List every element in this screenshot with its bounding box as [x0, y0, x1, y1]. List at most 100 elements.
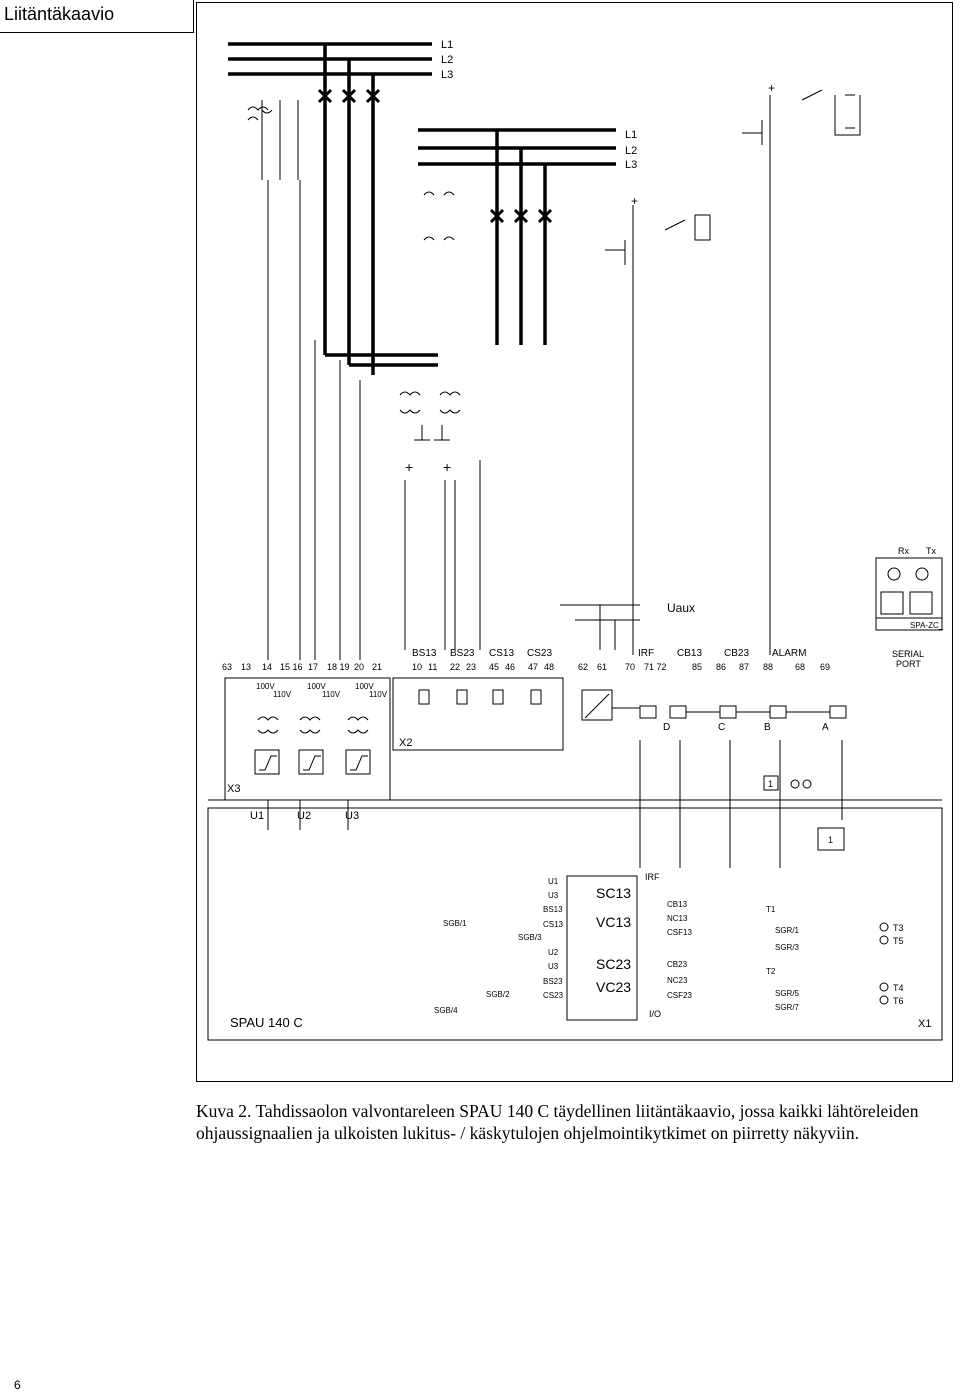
x2-terminal-14: 87: [739, 662, 749, 672]
x2-terminal-6: 47: [528, 662, 538, 672]
signal-left-6: BS23: [543, 977, 563, 986]
page-number: 6: [14, 1378, 21, 1392]
x2-terminal-2: 22: [450, 662, 460, 672]
signal-mid-5: CSF23: [667, 991, 692, 1000]
spau-one-label: 1: [828, 835, 833, 845]
u-input-1: U2: [297, 810, 311, 822]
bus1-label-2: L3: [441, 69, 453, 81]
group-label-0: BS13: [412, 648, 437, 659]
x2-label: X2: [399, 737, 412, 749]
x2-terminal-16: 68: [795, 662, 805, 672]
x2-terminal-3: 23: [466, 662, 476, 672]
figure-caption: Kuva 2. Tahdissaolon valvontareleen SPAU…: [196, 1101, 919, 1143]
x2-terminal-13: 86: [716, 662, 726, 672]
bus2-label-2: L3: [625, 159, 637, 171]
signal-left-5: U3: [548, 962, 559, 971]
spa-zc-module: [875, 557, 943, 631]
x3-terminal-5: 18 19: [327, 662, 350, 672]
plus-signs: + + + +: [405, 81, 775, 475]
x3-terminal-6: 20: [354, 662, 364, 672]
group-label-3: CS23: [527, 648, 552, 659]
sgr-2: SGR/5: [775, 989, 800, 998]
bus1-label-0: L1: [441, 39, 453, 51]
signal-left-3: CS13: [543, 920, 564, 929]
signal-left-4: U2: [548, 948, 559, 957]
signal-mid-4: NC23: [667, 976, 688, 985]
signal-left-1: U3: [548, 891, 559, 900]
x2-terminal-17: 69: [820, 662, 830, 672]
x3-leds: [790, 779, 812, 789]
group-label-2: CS13: [489, 648, 514, 659]
svg-text:+: +: [768, 81, 775, 95]
group-label-7: ALARM: [772, 648, 806, 659]
x3-terminal-2: 14: [262, 662, 272, 672]
t-out-2: T4: [893, 983, 904, 993]
vt-100-0: 100V: [256, 682, 275, 691]
block-sc13: SC13: [596, 885, 631, 901]
device-name: SPAU 140 C: [230, 1015, 303, 1030]
sgr-1: SGR/3: [775, 943, 800, 952]
bus1-label-1: L2: [441, 54, 453, 66]
x2-terminal-7: 48: [544, 662, 554, 672]
x2-terminal-11: 71 72: [644, 662, 667, 672]
serial-port-2: PORT: [896, 659, 921, 669]
block-vc13: VC13: [596, 914, 631, 930]
spau-block: [207, 740, 943, 1041]
io-label: I/O: [649, 1009, 661, 1019]
t-label-0: T1: [766, 905, 776, 914]
serial-port-1: SERIAL: [892, 649, 924, 659]
signal-left-7: CS23: [543, 991, 564, 1000]
irf-label: IRF: [645, 872, 660, 882]
contact-3: A: [822, 722, 829, 733]
page-header: Liitäntäkaavio: [0, 0, 194, 33]
x2-terminal-15: 88: [763, 662, 773, 672]
sgr-0: SGR/1: [775, 926, 800, 935]
group-label-4: IRF: [638, 648, 654, 659]
bus2-label-1: L2: [625, 145, 637, 157]
breakers-2: [489, 208, 553, 224]
vt-110-2: 110V: [369, 690, 388, 699]
t-out-3: T6: [893, 996, 904, 1006]
signal-mid-0: CB13: [667, 900, 688, 909]
sgb-2: SGB/2: [486, 990, 510, 999]
block-sc23: SC23: [596, 956, 631, 972]
svg-text:+: +: [631, 194, 638, 208]
x1-label: X1: [918, 1018, 931, 1030]
rx-label: Rx: [898, 546, 909, 556]
x3-box-1-label: 1: [768, 779, 773, 789]
x2-terminal-10: 70: [625, 662, 635, 672]
x3-terminal-1: 13: [241, 662, 251, 672]
svg-text:+: +: [443, 459, 451, 475]
x2-terminal-5: 46: [505, 662, 515, 672]
signal-mid-3: CB23: [667, 960, 688, 969]
signal-left-2: BS13: [543, 905, 563, 914]
output-relays: [612, 705, 847, 719]
signal-mid-2: CSF13: [667, 928, 692, 937]
page-title: Liitäntäkaavio: [4, 4, 115, 24]
x2-terminal-8: 62: [578, 662, 588, 672]
x3-terminal-7: 21: [372, 662, 382, 672]
x3-terminal-4: 17: [308, 662, 318, 672]
vt-110-1: 110V: [322, 690, 341, 699]
x2-terminal-9: 61: [597, 662, 607, 672]
x2-terminal-12: 85: [692, 662, 702, 672]
x2-block: [392, 677, 613, 751]
vt-100-1: 100V: [307, 682, 326, 691]
t-label-1: T2: [766, 967, 776, 976]
x3-box-1: [763, 775, 779, 791]
uaux-label: Uaux: [667, 601, 695, 615]
signal-mid-1: NC13: [667, 914, 688, 923]
x3-terminal-3: 15 16: [280, 662, 303, 672]
